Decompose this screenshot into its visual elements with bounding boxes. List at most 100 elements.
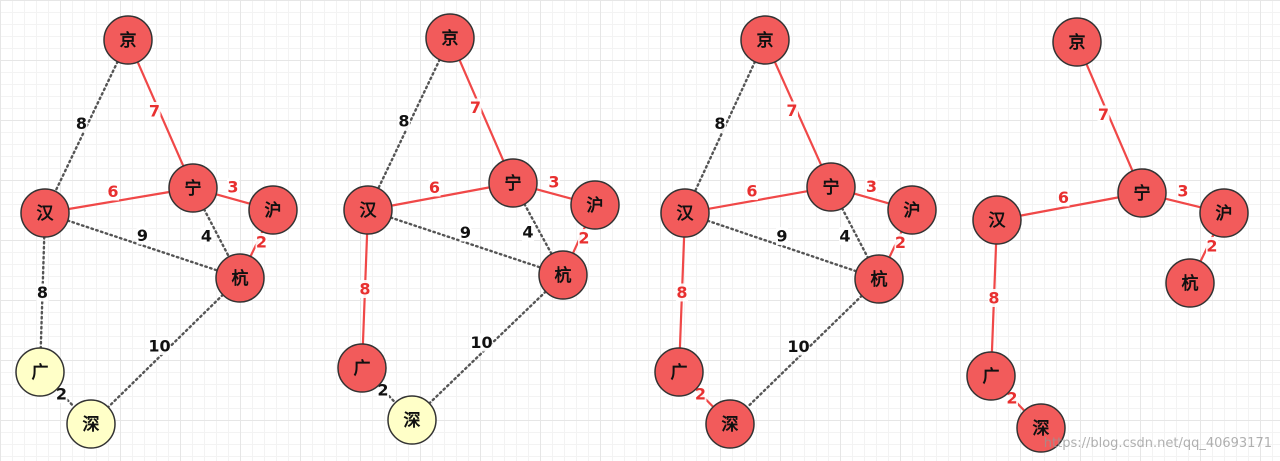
edge-weight-label: 2 bbox=[578, 229, 589, 248]
node-guang bbox=[654, 347, 704, 397]
edge-weight-label: 4 bbox=[201, 227, 212, 246]
edge-weight-label: 3 bbox=[548, 173, 559, 192]
edge-weight-bg bbox=[839, 227, 851, 245]
edge-weight-bg bbox=[1057, 188, 1070, 207]
node-label-jing: 京 bbox=[120, 30, 137, 51]
node-label-shen: 深 bbox=[722, 414, 739, 435]
node-hu bbox=[887, 185, 937, 235]
node-guang bbox=[337, 343, 387, 393]
edge-weight-bg bbox=[548, 173, 560, 191]
edge-weight-bg bbox=[227, 178, 239, 196]
node-jing bbox=[103, 15, 153, 65]
node-label-jing: 京 bbox=[442, 28, 459, 49]
edge-weight-bg bbox=[377, 381, 389, 399]
edge-weight-bg bbox=[459, 223, 472, 242]
node-label-han: 汉 bbox=[360, 201, 378, 221]
edge-weight-label: 2 bbox=[256, 233, 267, 252]
node-label-hu: 沪 bbox=[904, 200, 921, 221]
edge-weight-bg bbox=[75, 114, 88, 133]
edge-weight-label: 6 bbox=[107, 182, 118, 201]
node-label-hu: 沪 bbox=[587, 195, 604, 216]
node-hu bbox=[248, 185, 298, 235]
edge-weight-label: 7 bbox=[1098, 105, 1109, 124]
node-label-guang: 广 bbox=[983, 366, 1000, 387]
edge-weight-label: 4 bbox=[839, 227, 850, 246]
edge-weight-label: 9 bbox=[776, 227, 787, 246]
node-jing bbox=[1052, 17, 1102, 67]
node-label-shen: 深 bbox=[83, 414, 100, 435]
node-guang bbox=[966, 351, 1016, 401]
edge-weight-label: 3 bbox=[1177, 182, 1188, 201]
edge-weight-bg bbox=[865, 177, 878, 196]
node-hu bbox=[570, 180, 620, 230]
node-ning bbox=[1117, 168, 1167, 218]
node-shen bbox=[66, 399, 116, 449]
edge-weight-bg bbox=[1097, 105, 1110, 124]
node-jing bbox=[740, 15, 790, 65]
edge-han-hang bbox=[66, 219, 219, 272]
edge-ning-hang bbox=[202, 208, 231, 258]
edge-weight-label: 8 bbox=[398, 112, 409, 131]
edge-weight-label: 10 bbox=[470, 333, 492, 352]
edge-weight-bg bbox=[746, 182, 758, 200]
node-label-guang: 广 bbox=[32, 362, 49, 383]
edge-weight-bg bbox=[36, 283, 49, 302]
node-shen bbox=[705, 399, 755, 449]
edge-ning-hu bbox=[535, 188, 573, 200]
node-label-ning: 宁 bbox=[185, 178, 202, 199]
edge-weight-bg bbox=[714, 114, 726, 133]
edge-weight-bg bbox=[55, 385, 68, 403]
edge-weight-label: 10 bbox=[148, 337, 170, 356]
node-label-han: 汉 bbox=[989, 211, 1007, 231]
edge-weight-bg bbox=[200, 227, 213, 245]
edge-weight-label: 8 bbox=[988, 289, 999, 308]
edge-weight-label: 6 bbox=[1058, 188, 1069, 207]
edge-weight-bg bbox=[776, 227, 788, 245]
edge-weight-bg bbox=[1206, 237, 1218, 255]
node-han bbox=[20, 188, 70, 238]
edge-weight-label: 8 bbox=[676, 283, 687, 302]
node-label-shen: 深 bbox=[404, 410, 421, 431]
edge-weight-label: 9 bbox=[460, 223, 471, 242]
node-label-guang: 广 bbox=[671, 362, 688, 383]
node-hang bbox=[215, 253, 265, 303]
node-label-jing: 京 bbox=[1069, 32, 1086, 53]
edge-weight-label: 2 bbox=[695, 385, 706, 404]
node-hang bbox=[1165, 258, 1215, 308]
edge-weight-label: 9 bbox=[137, 226, 148, 245]
edge-weight-label: 8 bbox=[76, 114, 87, 133]
edge-weight-label: 7 bbox=[149, 102, 160, 121]
edge-weight-bg bbox=[787, 337, 810, 356]
edge-weight-bg bbox=[470, 333, 493, 352]
edge-weight-bg bbox=[1006, 389, 1018, 407]
edge-weight-bg bbox=[428, 178, 441, 197]
edge-weight-bg bbox=[522, 223, 534, 241]
edge-weight-label: 7 bbox=[470, 98, 481, 117]
edge-weight-label: 10 bbox=[787, 337, 809, 356]
edge-ning-hu bbox=[215, 193, 251, 205]
node-label-guang: 广 bbox=[354, 358, 371, 379]
edge-weight-bg bbox=[694, 385, 707, 403]
edge-weight-bg bbox=[578, 229, 590, 247]
edge-ning-hu bbox=[1164, 197, 1202, 209]
node-label-hu: 沪 bbox=[1216, 203, 1233, 224]
node-label-ning: 宁 bbox=[823, 177, 840, 198]
edge-weight-label: 4 bbox=[522, 223, 533, 242]
node-ning bbox=[806, 162, 856, 212]
node-label-ning: 宁 bbox=[505, 173, 522, 194]
node-label-han: 汉 bbox=[677, 204, 695, 224]
node-guang bbox=[15, 347, 65, 397]
node-shen bbox=[387, 395, 437, 445]
edge-weight-bg bbox=[148, 102, 161, 120]
edge-weight-label: 6 bbox=[746, 182, 757, 201]
edge-weight-label: 2 bbox=[377, 381, 388, 400]
edge-han-hang bbox=[706, 219, 858, 273]
edge-weight-label: 8 bbox=[37, 283, 48, 302]
edge-weight-bg bbox=[894, 233, 907, 252]
edge-weight-bg bbox=[398, 112, 410, 130]
